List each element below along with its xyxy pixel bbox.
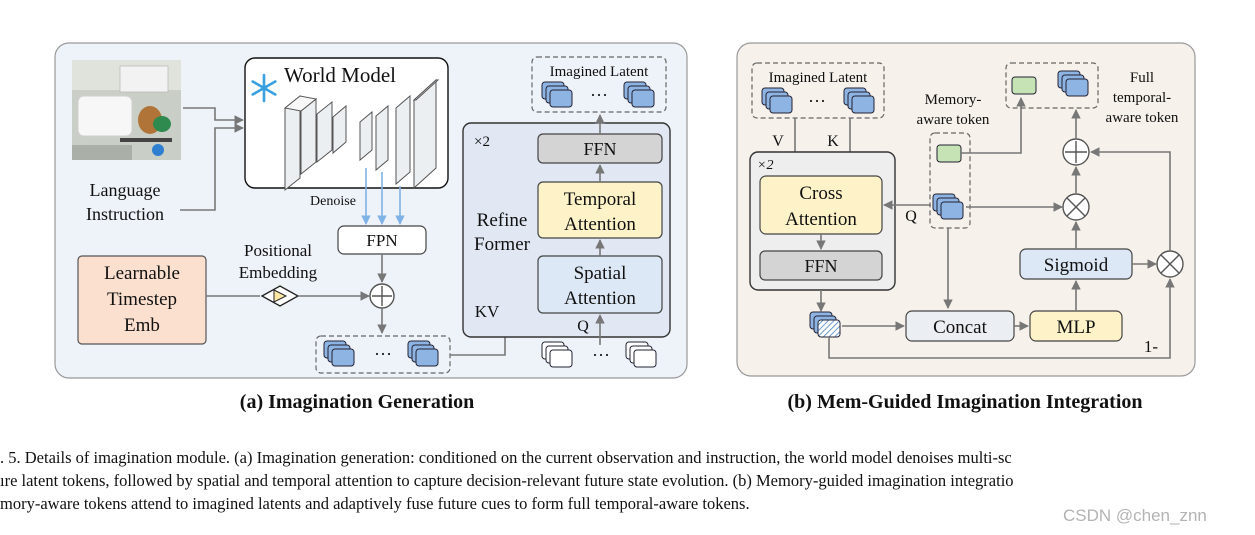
figure-caption-line3: mory-aware tokens attend to imagined lat… (0, 494, 750, 513)
memory-token-group (929, 132, 971, 229)
language-instruction-label-line1: Language (90, 180, 161, 200)
cross-attention-label-line1: Cross (799, 183, 842, 204)
instruction-to-world-model-arrow (180, 123, 244, 211)
positional-embedding-label-line1: Positional (244, 241, 312, 260)
positional-embedding-label-line2: Embedding (239, 263, 318, 282)
imagined-token-stack-2 (623, 81, 655, 108)
spatial-attention-label-line2: Attention (564, 288, 636, 309)
b-add-operator-icon (1062, 138, 1090, 166)
imagined-token-stack-1 (541, 81, 573, 108)
learnable-timestep-box (77, 255, 207, 345)
refine-former-label-line2: Former (474, 234, 531, 255)
b-query-label: Q (905, 208, 917, 225)
concat-label: Concat (933, 317, 988, 338)
one-minus-label: 1- (1144, 337, 1159, 356)
learnable-timestep-label-line1: Learnable (104, 263, 180, 284)
refine-former-label-line1: Refine (477, 210, 528, 231)
refine-former-repeat: ×2 (474, 134, 490, 150)
world-model-title: World Model (284, 63, 396, 87)
observation-image (72, 60, 181, 160)
b-imagined-tokens-ellipsis: ··· (808, 91, 826, 111)
full-temporal-aware-token-line2: temporal- (1113, 90, 1171, 106)
full-temporal-token-group (1005, 62, 1099, 109)
query-token-stack-2 (625, 341, 657, 368)
panel-b-caption: (b) Mem-Guided Imagination Integration (788, 391, 1143, 413)
temporal-attention-label-line2: Attention (564, 214, 636, 235)
full-temporal-aware-token-line3: aware token (1106, 110, 1179, 126)
b-imagined-token-stack-2 (843, 87, 875, 114)
watermark: CSDN @chen_znn (1063, 506, 1207, 525)
imagined-tokens-ellipsis: ··· (590, 85, 608, 105)
key-label: K (827, 133, 839, 150)
cross-attention-repeat: ×2 (757, 158, 773, 173)
image-to-world-model-arrow (183, 107, 244, 125)
b-multiply-operator-icon (1062, 193, 1090, 221)
imagined-latent-group (531, 56, 667, 113)
latent-token-stack-2 (407, 340, 439, 367)
spatial-attention-label-line1: Spatial (574, 263, 627, 284)
memory-to-output-arrow (961, 97, 1026, 154)
figure-caption-line2: ıre latent tokens, followed by spatial a… (0, 471, 1014, 490)
imagination-module-figure: Language Instruction World Model Denoise… (54, 42, 1196, 413)
fpn-label: FPN (366, 231, 397, 250)
temporal-attention-label-line1: Temporal (564, 189, 637, 210)
output-temporal-token-stack (1057, 70, 1089, 97)
b-ffn-label: FFN (804, 256, 837, 276)
imagined-latent-label: Imagined Latent (550, 64, 650, 80)
sigmoid-label: Sigmoid (1044, 255, 1109, 276)
panel-a-caption: (a) Imagination Generation (240, 391, 474, 413)
memory-aware-token-label-line2: aware token (917, 112, 990, 128)
spatial-q-label: Q (577, 318, 589, 335)
refine-ffn-label: FFN (583, 139, 616, 159)
memory-token-stack (932, 193, 964, 220)
full-temporal-aware-token-line1: Full (1130, 70, 1154, 86)
snowflake-icon (251, 73, 277, 103)
panel-b-background (736, 42, 1196, 377)
b-ffn-box (759, 250, 883, 281)
kv-label: KV (475, 302, 500, 321)
fused-token-stack (809, 311, 841, 338)
output-memory-token (1011, 76, 1037, 95)
figure-caption-line1: . 5. Details of imagination module. (a) … (0, 448, 1012, 467)
query-tokens-ellipsis: ··· (592, 345, 610, 365)
value-label: V (772, 133, 784, 150)
b-imagined-latent-label: Imagined Latent (769, 70, 869, 86)
add-operator-icon (369, 283, 395, 309)
b-imagined-token-stack-1 (761, 87, 793, 114)
fused-to-right-multiply-arrow (828, 278, 1175, 359)
memory-token-green (936, 144, 962, 163)
query-token-stack-1 (541, 341, 573, 368)
cross-attention-label-line2: Attention (785, 209, 857, 230)
b-right-multiply-operator-icon (1156, 250, 1184, 278)
learnable-timestep-label-line3: Emb (124, 315, 160, 336)
language-instruction-label-line2: Instruction (86, 204, 164, 224)
latent-token-stack-1 (323, 340, 355, 367)
memory-aware-token-label-line1: Memory- (925, 92, 982, 108)
b-imagined-latent-group (751, 62, 885, 119)
latent-tokens-ellipsis: ··· (374, 344, 392, 364)
figure-caption: . 5. Details of imagination module. (a) … (0, 446, 1255, 515)
world-model-layers (283, 78, 440, 192)
denoise-label: Denoise (310, 194, 356, 209)
mlp-label: MLP (1056, 317, 1095, 338)
learnable-timestep-label-line2: Timestep (107, 289, 177, 310)
right-multiply-to-add-arrow (1090, 147, 1171, 251)
